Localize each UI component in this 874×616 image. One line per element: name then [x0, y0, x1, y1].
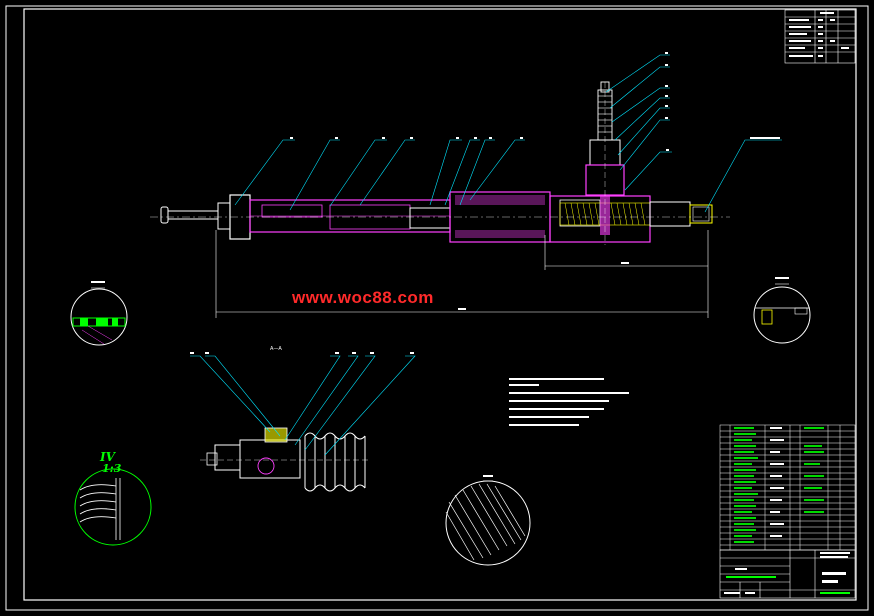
detail-circle-rack	[445, 475, 531, 566]
main-assembly	[150, 81, 730, 245]
title-block	[719, 549, 856, 599]
dimension-values	[458, 262, 629, 310]
detail-circle-left	[70, 281, 128, 346]
watermark-text: www.woc88.com	[292, 288, 434, 307]
dimension-lines	[215, 230, 709, 318]
detail-iv-scale: 1:3	[102, 462, 122, 475]
technical-requirements-text	[509, 378, 629, 426]
section-view-label: A—A	[270, 346, 282, 352]
leader-number-marks	[290, 52, 780, 151]
parts-list-names	[770, 427, 784, 537]
detail-circle-iv	[74, 468, 152, 546]
revision-table-text	[789, 12, 849, 57]
parts-list-entries	[734, 427, 824, 543]
title-block-text	[724, 552, 850, 594]
section-leader-numbers	[190, 352, 414, 354]
revision-table	[784, 9, 856, 64]
inner-frame	[23, 8, 857, 601]
leader-lines-top	[234, 54, 782, 213]
leader-lines-section	[190, 355, 416, 456]
outer-frame	[5, 5, 869, 611]
section-view-boot	[200, 427, 370, 492]
drawing-number	[820, 592, 850, 594]
parts-list-table	[719, 424, 856, 551]
detail-iv-numeral: IV	[100, 450, 115, 464]
left-of-title-text	[726, 576, 776, 578]
detail-circle-right	[753, 277, 811, 344]
